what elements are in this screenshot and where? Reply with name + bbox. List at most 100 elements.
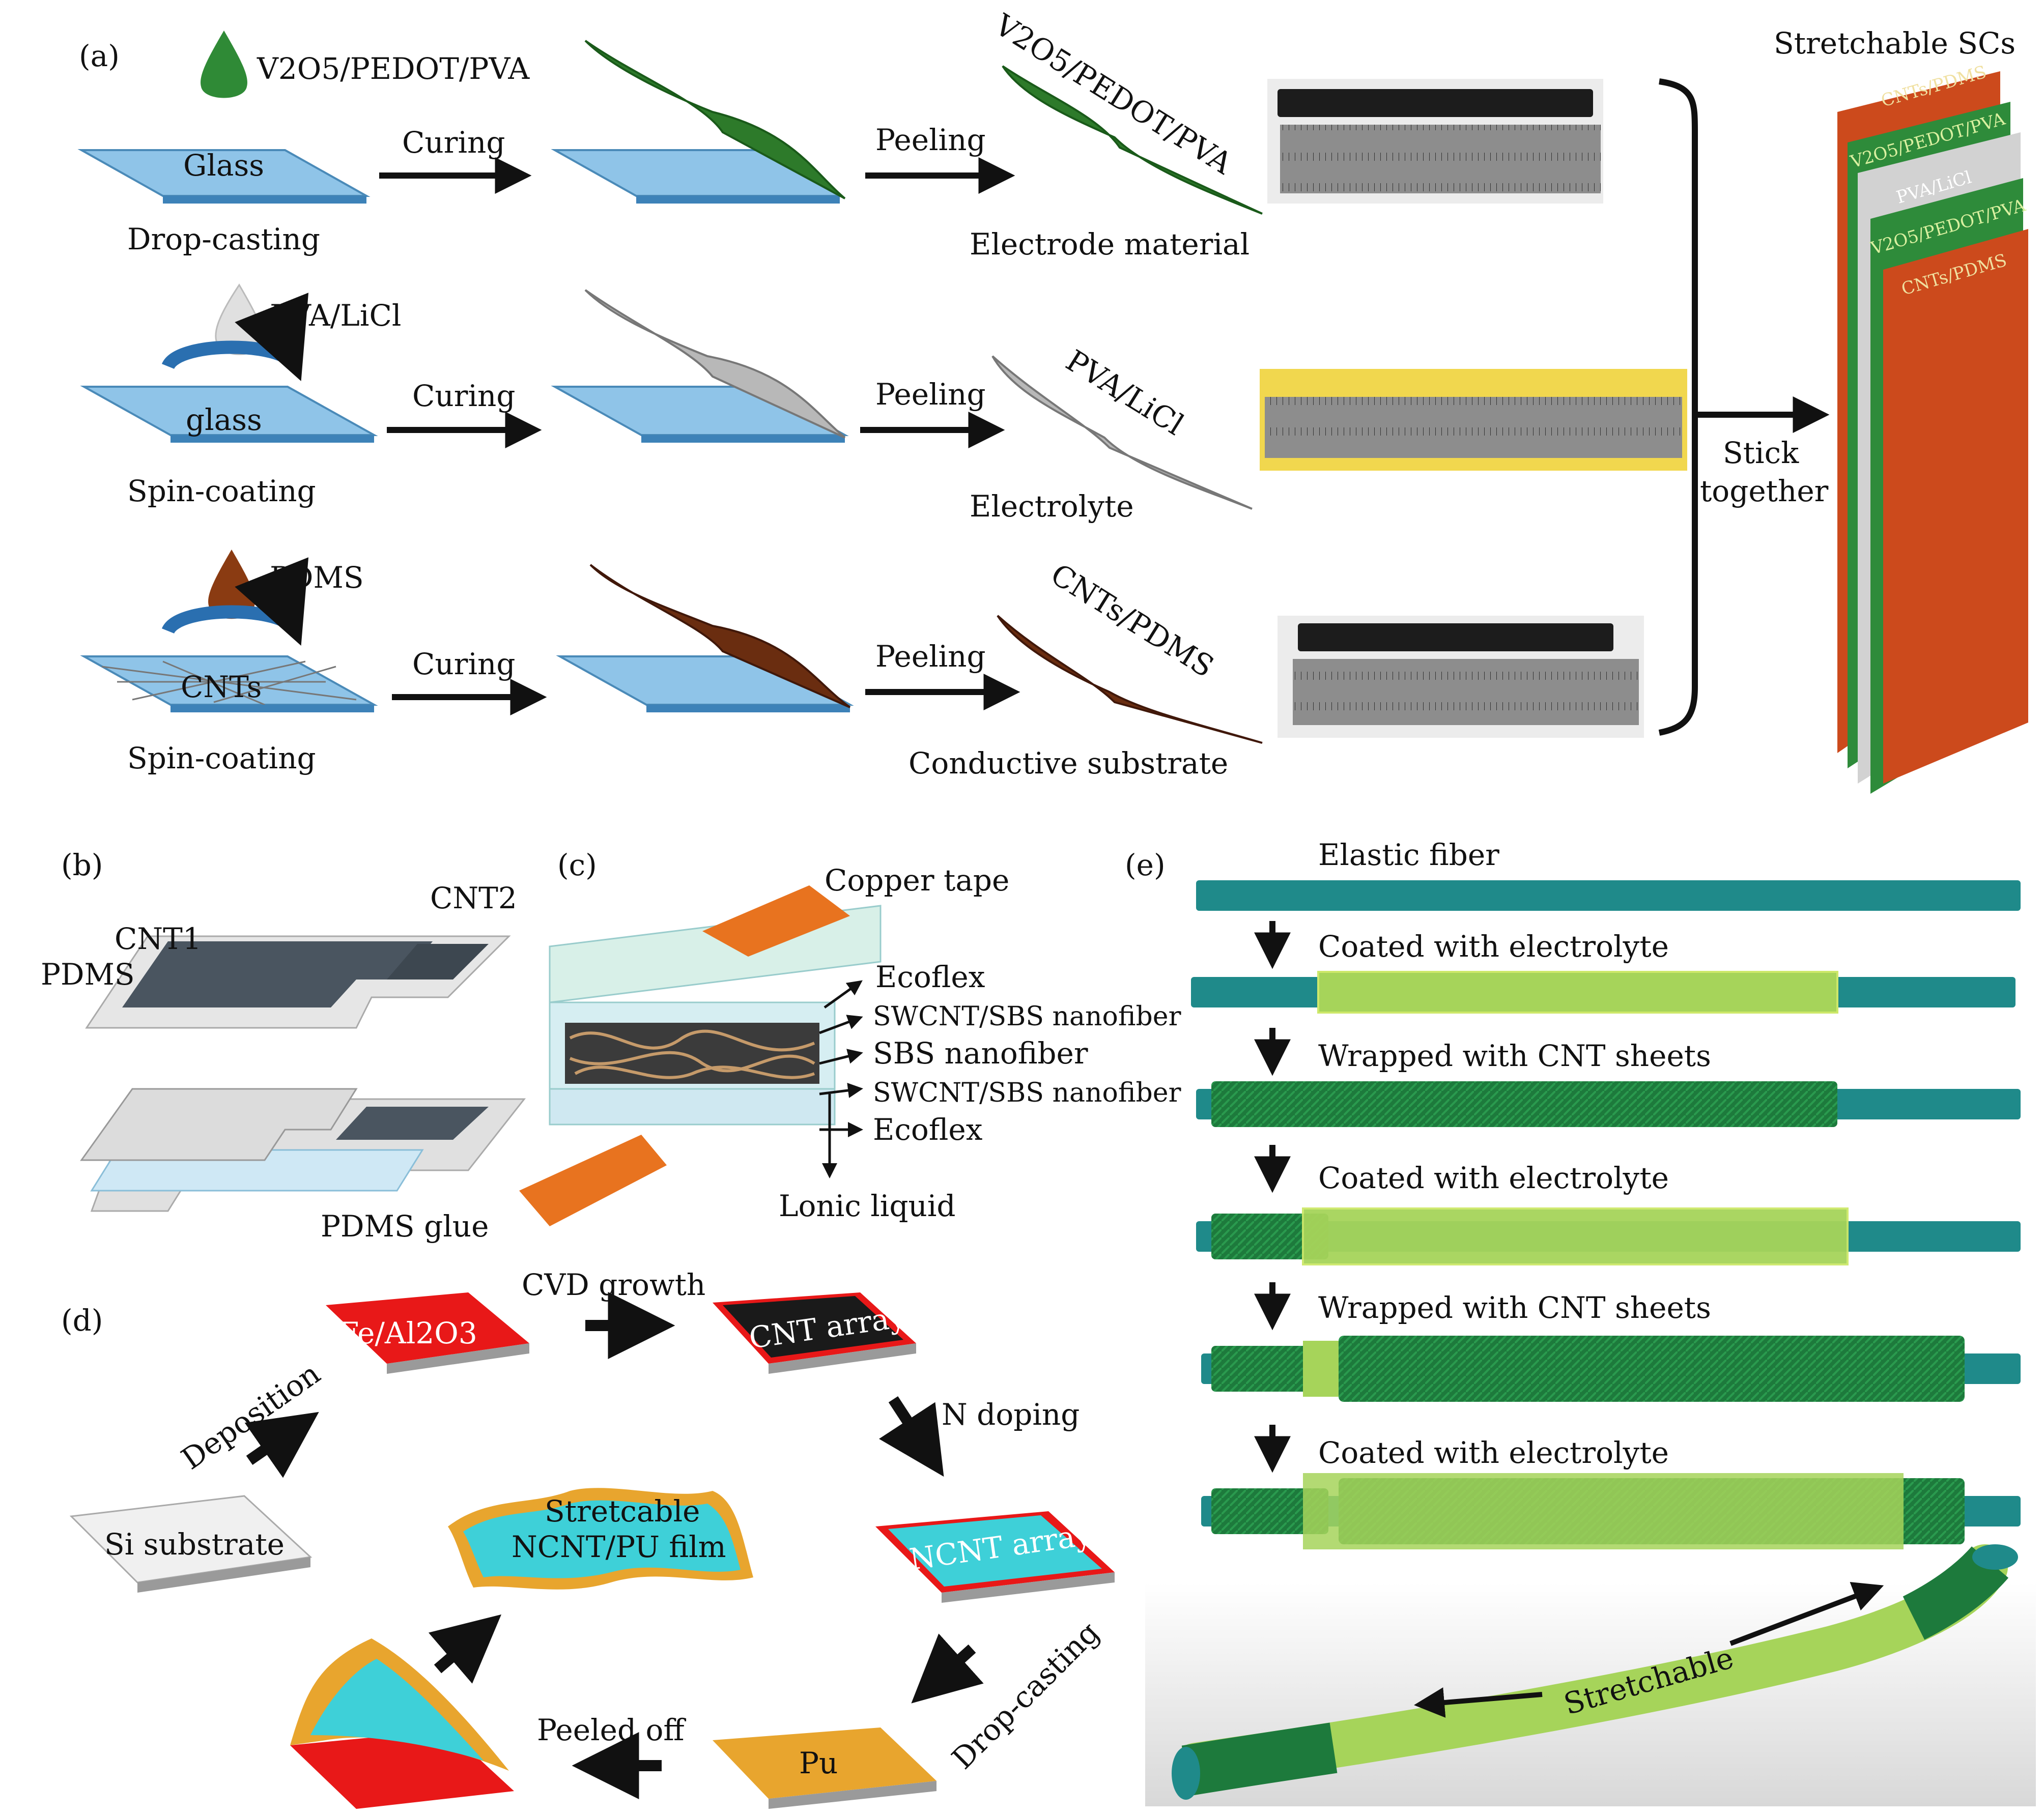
panel-b: (b) CNT2 CNT1 PDMS PDMS glue — [41, 848, 526, 1244]
label-ecoflex-bottom: Ecoflex — [873, 1112, 982, 1147]
label-pdms-glue: PDMS glue — [321, 1209, 489, 1244]
ptr-swcnt-2 — [819, 1083, 863, 1098]
result-electrode-material: Electrode material — [970, 227, 1250, 262]
pu-layer — [713, 1727, 936, 1799]
row-1: V2O5/PEDOT/PVA Glass Drop-casting Curing… — [77, 7, 1603, 262]
ptr-sbs — [819, 1049, 863, 1065]
label-swcnt-sbs-1: SWCNT/SBS nanofiber — [873, 1001, 1181, 1032]
device-cnt-bottom — [336, 1107, 489, 1140]
layer-stack: CNTs/PDMS V2O5/PEDOT/PVA PVA/LiCl V2O5/P… — [1837, 62, 2028, 794]
step-curing-3: Curing — [412, 647, 516, 681]
step-label-4: Coated with electrolyte — [1318, 1161, 1669, 1195]
film-label-cntspdms: CNTs/PDMS — [1045, 557, 1220, 684]
label-ecoflex-top: Ecoflex — [875, 960, 985, 994]
result-conductive-substrate: Conductive substrate — [909, 746, 1228, 781]
drop-label-v2o5: V2O5/PEDOT/PVA — [257, 51, 530, 86]
panel-d: (d) Si substrate Deposition Fe/Al2O3 CVD… — [61, 1267, 1115, 1809]
label-swcnt-sbs-2: SWCNT/SBS nanofiber — [873, 1078, 1181, 1108]
cnt2-layer — [387, 944, 489, 979]
stick-label-1: Stick — [1723, 436, 1799, 470]
electrolyte-3a — [1303, 1341, 1341, 1397]
label-cvd-growth: CVD growth — [522, 1267, 705, 1302]
cnt-wrap-4a — [1211, 1488, 1328, 1534]
copper-tape-top — [702, 885, 850, 957]
photo-ruler-3 — [1278, 616, 1644, 738]
label-pu: Pu — [799, 1746, 838, 1780]
film-label-pvalicl: PVA/LiCl — [1060, 343, 1190, 442]
electrolyte-2 — [1302, 1207, 1849, 1265]
substrate-label-cnts: CNTs — [181, 670, 262, 704]
label-cnt2: CNT2 — [430, 881, 517, 915]
film-pvalicl — [991, 355, 1253, 510]
electrolyte-1 — [1317, 971, 1838, 1014]
label-film-line2: NCNT/PU film — [512, 1530, 726, 1564]
fiber-end-left — [1172, 1747, 1200, 1800]
label-peeled-off: Peeled off — [537, 1713, 686, 1747]
arrow-dropcasting — [911, 1633, 984, 1704]
photo-ruler-2 — [1260, 369, 1687, 471]
sbs-nanofiber — [569, 1029, 815, 1079]
panel-b-label: (b) — [61, 848, 103, 882]
arrow-to-film — [428, 1614, 502, 1684]
spin-arrow-icon — [161, 293, 308, 381]
result-electrolyte: Electrolyte — [970, 489, 1134, 524]
cnt-network — [101, 660, 357, 706]
method-label-dropcasting: Drop-casting — [127, 222, 320, 256]
substrate-label-glass-2: glass — [186, 402, 262, 437]
panel-c: (c) Copper tape Ecoflex SWCNT/SBS nanofi… — [519, 848, 1181, 1226]
step-label-5: Wrapped with CNT sheets — [1318, 1290, 1711, 1325]
label-copper-tape: Copper tape — [825, 863, 1009, 898]
fiber-1 — [1196, 880, 2021, 911]
method-label-spincoating-2: Spin-coating — [127, 741, 316, 775]
stretch-arrow-right — [1729, 1581, 1884, 1646]
step-peeling-2: Peeling — [875, 377, 986, 412]
fiber-end-right — [1972, 1544, 2018, 1570]
step-peeling-1: Peeling — [875, 123, 986, 157]
label-cnt1: CNT1 — [115, 921, 202, 956]
label-pdms: PDMS — [41, 957, 135, 992]
panel-e: (e) Elastic fiber Coated with electrolyt… — [1125, 838, 2036, 1806]
label-film-line1: Stretcable — [545, 1494, 700, 1529]
ecoflex-bottom — [549, 1088, 836, 1126]
copper-tape-bottom — [519, 1135, 667, 1226]
panel-c-label: (c) — [557, 848, 597, 882]
drop-label-pvalicl: PVA/LiCl — [270, 298, 401, 333]
step-label-3: Wrapped with CNT sheets — [1318, 1039, 1711, 1073]
film-label-v2o5: V2O5/PEDOT/PVA — [988, 7, 1239, 181]
film-cntspdms — [997, 615, 1263, 744]
step-curing-2: Curing — [412, 379, 516, 413]
spin-arrow-icon-2 — [161, 557, 308, 646]
panel-e-label: (e) — [1125, 848, 1166, 882]
step-label-6: Coated with electrolyte — [1318, 1435, 1669, 1470]
cnt-wrap-1 — [1211, 1081, 1837, 1127]
stack-title: Stretchable SCs — [1774, 26, 2015, 61]
panel-a: (a) V2O5/PEDOT/PVA Glass Drop-casting Cu… — [77, 7, 2028, 794]
cnt-wrap-3a — [1211, 1346, 1328, 1392]
label-sbs-nanofiber: SBS nanofiber — [873, 1036, 1088, 1071]
label-n-doping: N doping — [942, 1397, 1080, 1432]
method-label-spincoating-1: Spin-coating — [127, 474, 316, 508]
panel-a-label: (a) — [79, 39, 120, 73]
electrolyte-4 — [1303, 1473, 1904, 1549]
step-peeling-3: Peeling — [875, 639, 986, 674]
cnt-wrap-3b — [1339, 1336, 1965, 1402]
arrow-ndoping — [878, 1396, 944, 1477]
label-fe-al2o3: Fe/Al2O3 — [338, 1316, 477, 1350]
substrate-label-glass: Glass — [183, 148, 264, 183]
peeling-film-pvalicl — [584, 289, 846, 439]
device-top-sheet — [80, 1088, 358, 1161]
peeling-film-pdms — [589, 564, 851, 708]
step-label-1: Elastic fiber — [1318, 838, 1499, 872]
stretch-arrow-left — [1414, 1687, 1543, 1718]
ptr-ecoflex-top — [824, 980, 863, 1009]
step-label-2: Coated with electrolyte — [1318, 929, 1669, 964]
label-si-substrate: Si substrate — [104, 1527, 285, 1562]
arrow-deposition — [244, 1411, 319, 1478]
stack-layer-cntspdms-front — [1883, 229, 2028, 784]
label-drop-casting: Drop-casting — [945, 1615, 1106, 1776]
drop-icon-v2o5 — [201, 31, 247, 98]
film-v2o5 — [1002, 65, 1263, 215]
cnt1-layer — [122, 941, 433, 1007]
cnt-wrap-2a — [1211, 1214, 1328, 1259]
